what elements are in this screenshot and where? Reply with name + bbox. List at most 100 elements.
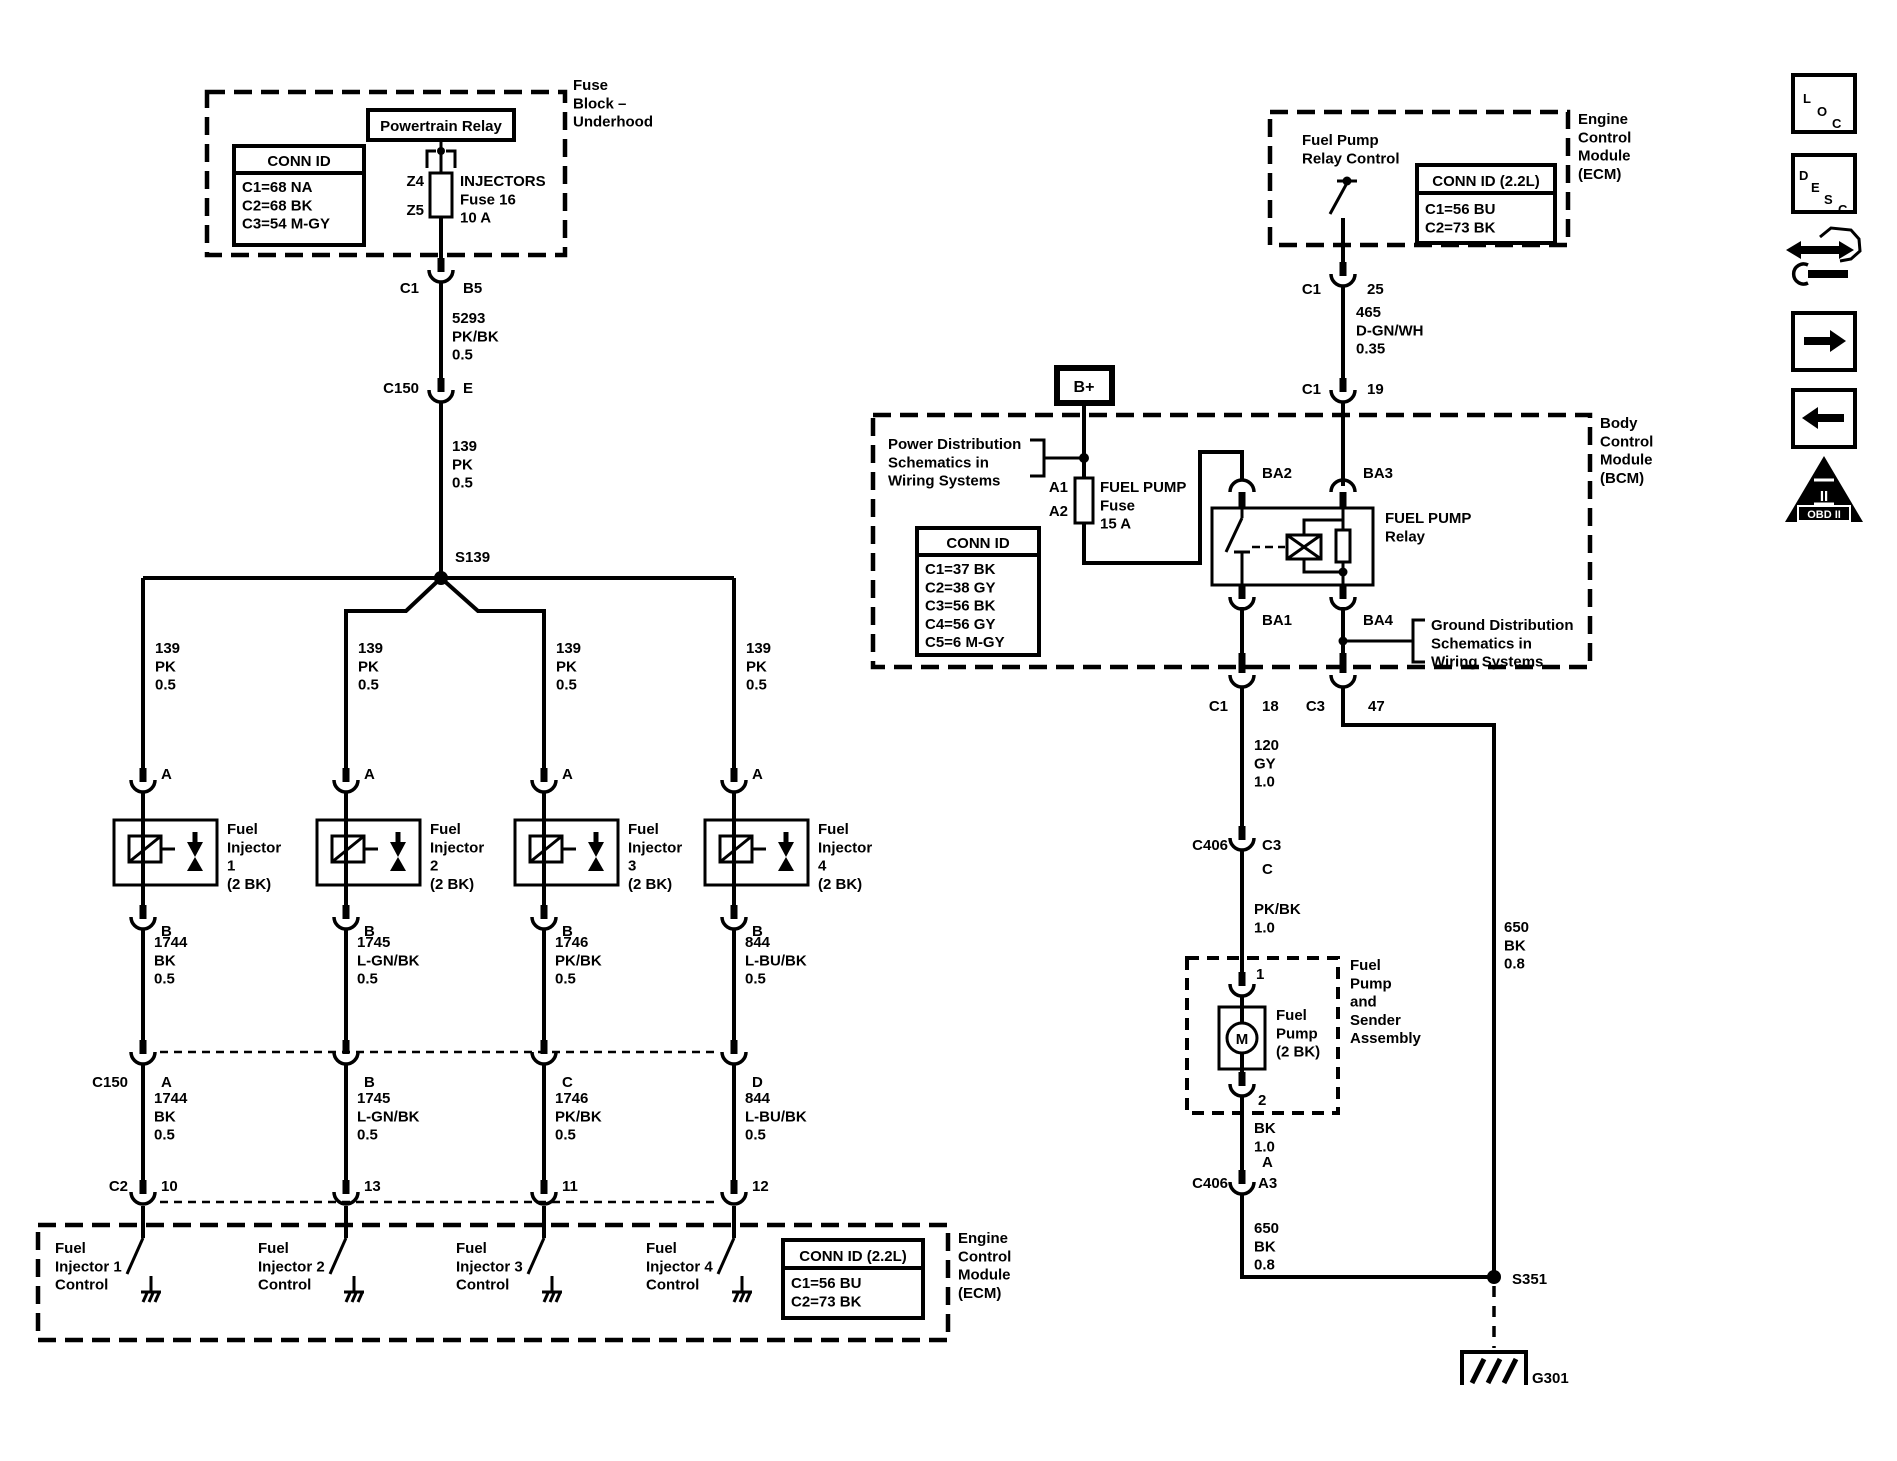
ground-g301-icon (1460, 1350, 1528, 1385)
c150-pin-icon (722, 1040, 746, 1064)
pump-pin-1-label: 1 (1256, 966, 1264, 983)
ecm-top-conn-id-title: CONN ID (2.2L) (1432, 173, 1540, 190)
bcm-conn-id-title: CONN ID (946, 535, 1010, 552)
ground-g301-label: G301 (1532, 1370, 1569, 1387)
pin-b-label: B (364, 923, 375, 940)
driver-switch-icon (328, 1236, 366, 1304)
pin-ba2-arc (1228, 478, 1256, 493)
pump-pin-2-icon (1230, 1072, 1254, 1096)
fuse-pin-a1: A1 (1049, 479, 1068, 496)
pump-motor-icon (1225, 1021, 1259, 1055)
connector-c1-19-icon (1331, 378, 1355, 402)
terminal-a-icon (334, 768, 358, 792)
back-arrow-box[interactable] (1791, 388, 1857, 449)
forward-arrow-box[interactable] (1791, 311, 1857, 372)
pump-box (1217, 1005, 1267, 1071)
loc-button[interactable]: L O C (1791, 73, 1857, 134)
desc-button[interactable]: D E S C (1791, 153, 1857, 217)
obd-numeral: II (1820, 488, 1828, 505)
pin-ba3-label: BA3 (1363, 465, 1393, 482)
terminal-b-icon (722, 905, 746, 929)
c2-pin-label: 10 (161, 1178, 178, 1195)
conn-c1-18-left: C1 (1209, 698, 1228, 715)
connector-c406-c3-icon (1230, 826, 1254, 850)
obd-label: OBD II (1807, 509, 1841, 521)
pin-a-label: A (161, 766, 172, 783)
double-arrow (1786, 241, 1854, 259)
relay-coil-bottom-lead (1302, 559, 1343, 574)
pin-c1-18-arc (1228, 674, 1256, 689)
forward-arrow-button[interactable] (1791, 311, 1857, 372)
pin-b-label: B (161, 923, 172, 940)
pin-ba1-label: BA1 (1262, 612, 1292, 629)
pin-c3-47-arc (1329, 674, 1357, 689)
desc-box[interactable] (1791, 153, 1857, 214)
fuel-injector-icon (705, 820, 808, 885)
pump-pin-2-label: 2 (1258, 1092, 1266, 1109)
back-arrow-head (1802, 407, 1818, 429)
conn-c1-25-left: C1 (1302, 281, 1321, 298)
ground-hatch-1 (1469, 1357, 1487, 1385)
wire-fuse-to-relay (1082, 450, 1244, 565)
conn-id-title: CONN ID (267, 153, 331, 170)
forward-arrow-head (1830, 330, 1846, 352)
wire-650 (1240, 1195, 1494, 1279)
powertrain-relay-label: Powertrain Relay (380, 118, 502, 135)
desc-letter-s: S (1824, 192, 1833, 207)
relay-coil-x2 (1286, 533, 1322, 561)
wire-650-return-right (1341, 686, 1496, 1277)
conn-c3-47-left: C3 (1306, 698, 1325, 715)
loc-box[interactable] (1791, 73, 1857, 134)
c2-pin-label: 13 (364, 1178, 381, 1195)
driver-switch-icon (716, 1236, 754, 1304)
connector-c406-a3-icon (1230, 1170, 1254, 1194)
terminal-a-icon (131, 768, 155, 792)
relay-junction-dot (1338, 567, 1348, 577)
c2-pin-icon (532, 1180, 556, 1204)
conn-c1b5-left: C1 (400, 280, 419, 297)
legend-column: L O C D E S C II (1785, 73, 1863, 522)
fuse-block-border (204, 89, 568, 258)
c150-pin-label: D (752, 1074, 763, 1091)
pin-b-label: B (562, 923, 573, 940)
splice-s351-label: S351 (1512, 1271, 1547, 1288)
vehicle-wrench-icon[interactable] (1786, 226, 1862, 286)
back-arrow-button[interactable] (1791, 388, 1857, 449)
conn-c3-47-right: 47 (1368, 698, 1385, 715)
bplus-label: B+ (1074, 379, 1095, 396)
loc-letter-c: C (1832, 116, 1842, 131)
pin-a-label: A (752, 766, 763, 783)
branch-3 (439, 576, 546, 768)
connector-c1-b5-icon (429, 258, 453, 282)
fuse-pin-a2: A2 (1049, 503, 1068, 520)
conn-id-body-box (232, 171, 366, 247)
conn-c1b5-right: B5 (463, 280, 482, 297)
fuel-injector-icon (515, 820, 618, 885)
pump-assembly-border (1185, 956, 1340, 1115)
